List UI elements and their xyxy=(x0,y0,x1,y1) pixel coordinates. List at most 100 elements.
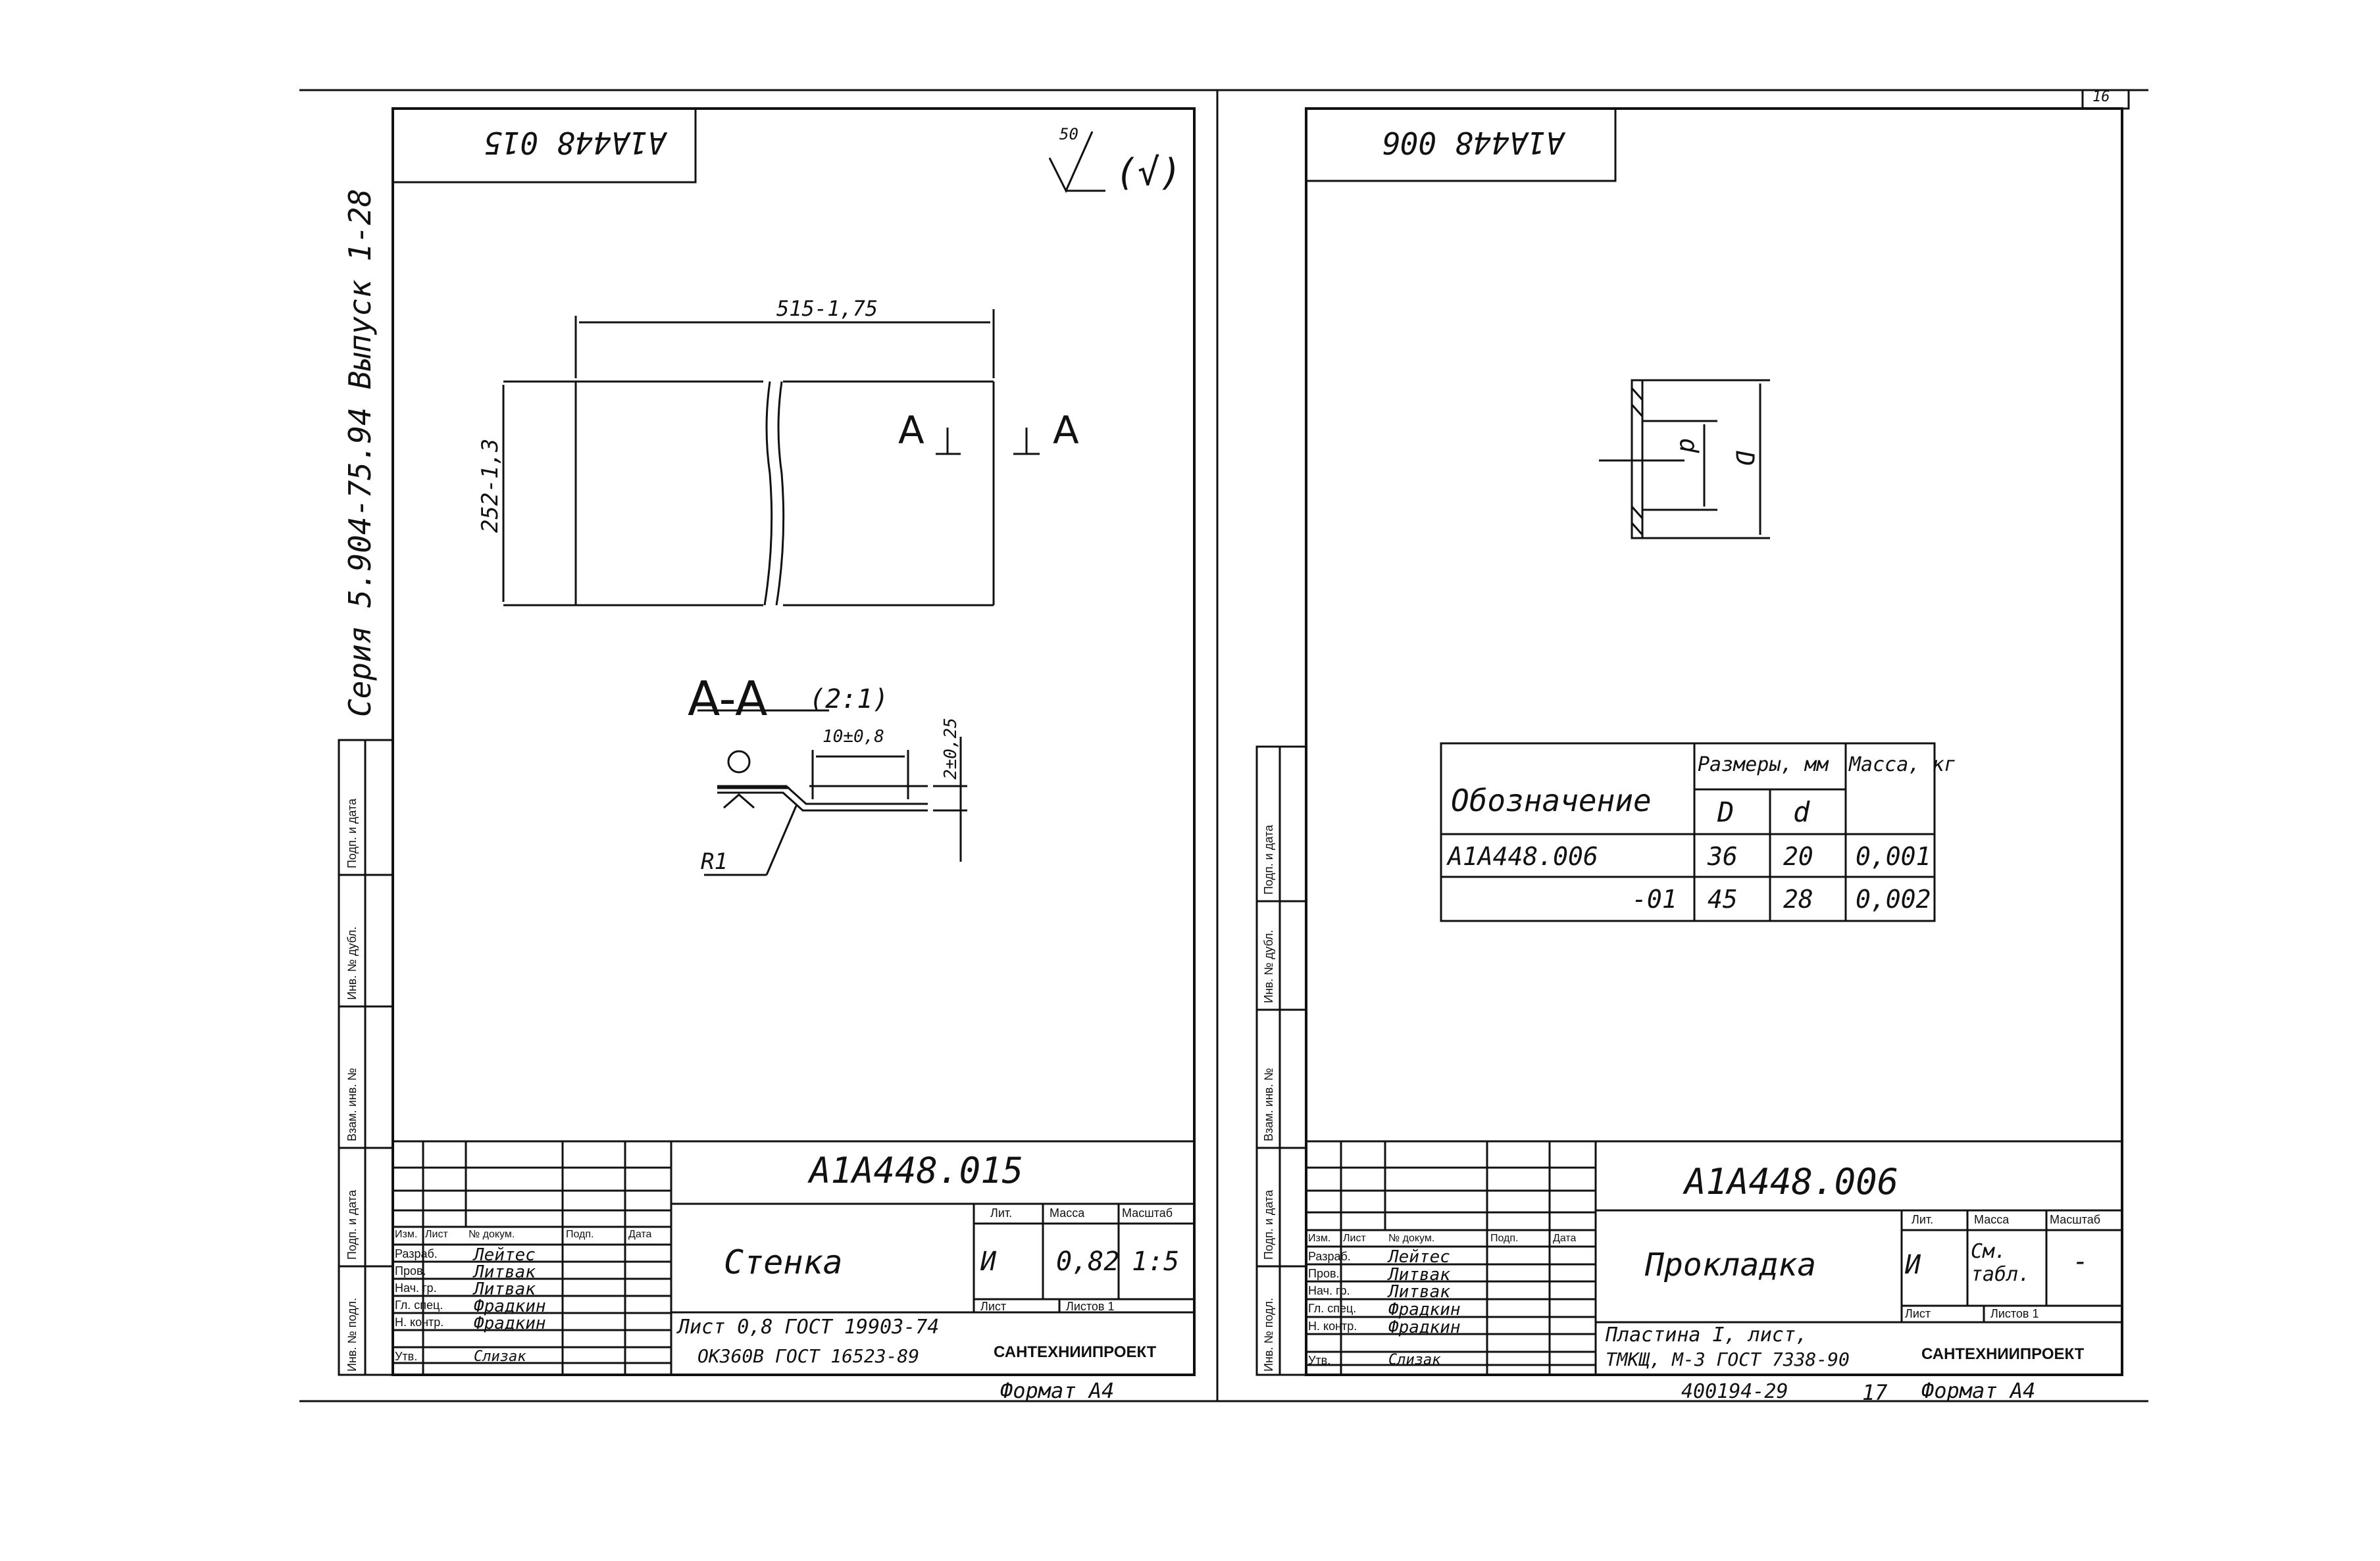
right-material-2: ТМКЩ, М-3 ГОСТ 7338-90 xyxy=(1606,1349,1850,1370)
left-lit-value: И xyxy=(980,1247,997,1277)
stamp-dup-inv: Инв. № дубл. xyxy=(345,926,359,1000)
left-material-2: ОК360В ГОСТ 16523-89 xyxy=(697,1345,920,1367)
stamp-sign-date-2: Подп. и дата xyxy=(345,1189,359,1260)
right-part-name: Прокладка xyxy=(1645,1247,1817,1283)
left-role-0: Разраб. xyxy=(395,1247,438,1260)
right-mirror-code: А1А448 006 xyxy=(1382,125,1564,161)
dim-height: 252-1,3 xyxy=(477,438,503,533)
right-hdr-list: Лист xyxy=(1343,1233,1366,1244)
left-part-name: Стенка xyxy=(724,1243,843,1281)
left-role-3: Гл. спец. xyxy=(395,1299,443,1312)
right-lit-label: Лит. xyxy=(1912,1213,1934,1226)
dim-flange: 10±0,8 xyxy=(823,727,884,747)
left-name-1: Литвак xyxy=(474,1262,536,1282)
left-name-4: Фрадкин xyxy=(474,1314,546,1333)
right-footer-page: 17 xyxy=(1862,1380,1888,1405)
table-row-0-designation: А1А448.006 xyxy=(1448,842,1598,871)
right-sheets-label: Листов 1 xyxy=(1990,1307,2039,1320)
left-hdr-sign: Подп. xyxy=(566,1229,594,1240)
stamp-repl-inv: Взам. инв. № xyxy=(345,1068,359,1141)
right-format: Формат А4 xyxy=(1921,1378,2036,1403)
table-col-designation: Обозначение xyxy=(1451,783,1652,818)
left-sheets-label: Листов 1 xyxy=(1066,1300,1115,1313)
left-sheet-label: Лист xyxy=(980,1300,1007,1313)
table-col-mass: Масса, кг xyxy=(1849,753,1956,776)
right-mass-value: См. табл. xyxy=(1971,1240,2031,1286)
right-name-2: Литвак xyxy=(1388,1282,1450,1302)
right-hdr-date: Дата xyxy=(1553,1233,1577,1244)
left-role-4: Н. контр. xyxy=(395,1316,444,1329)
left-name-5: Слизак xyxy=(474,1349,526,1365)
right-footer-code: 400194-29 xyxy=(1681,1380,1788,1403)
right-name-4: Фрадкин xyxy=(1388,1318,1461,1337)
section-mark-right: A xyxy=(1053,408,1079,453)
table-row-1-d: 28 xyxy=(1783,885,1813,914)
right-hdr-doc: № докум. xyxy=(1388,1233,1435,1244)
table-col-sizes: Размеры, мм xyxy=(1698,753,1829,776)
left-hdr-doc: № докум. xyxy=(468,1229,515,1240)
dim-offset: 2±0,25 xyxy=(941,718,961,780)
table-col-D: D xyxy=(1717,796,1734,828)
left-org: САНТЕХНИИПРОЕКТ xyxy=(994,1343,1157,1361)
stamp-repl-inv-right: Взам. инв. № xyxy=(1262,1068,1275,1141)
right-material-1: Пластина I, лист, xyxy=(1606,1324,1808,1347)
left-hdr-izm: Изм. xyxy=(395,1229,418,1240)
left-role-2: Нач. гр. xyxy=(395,1281,437,1295)
right-scale-value: - xyxy=(2073,1247,2089,1277)
right-role-4: Н. контр. xyxy=(1308,1320,1357,1333)
right-mass-label: Масса xyxy=(1974,1213,2010,1226)
left-hdr-date: Дата xyxy=(628,1229,652,1240)
right-hdr-izm: Изм. xyxy=(1308,1233,1331,1244)
right-name-3: Фрадкин xyxy=(1388,1300,1461,1320)
right-scale-label: Масштаб xyxy=(2050,1213,2101,1226)
series-label: Серия 5.904-75.94 Выпуск 1-28 xyxy=(342,188,378,717)
table-row-0-d: 20 xyxy=(1783,842,1813,871)
left-designation: А1А448.015 xyxy=(809,1150,1024,1191)
table-row-1-designation: -01 xyxy=(1632,885,1677,914)
table-col-d: d xyxy=(1793,796,1810,828)
right-hdr-sign: Подп. xyxy=(1490,1233,1519,1244)
right-sheet-label: Лист xyxy=(1905,1307,1931,1320)
left-scale-value: 1:5 xyxy=(1132,1247,1180,1277)
table-row-1-D: 45 xyxy=(1708,885,1738,914)
dim-big-d: D xyxy=(1730,451,1760,466)
left-role-1: Пров. xyxy=(395,1264,426,1277)
radius-label: R1 xyxy=(701,849,728,875)
stamp-sign-date-2-right: Подп. и дата xyxy=(1262,1189,1275,1260)
left-mass-label: Масса xyxy=(1050,1206,1085,1220)
right-org: САНТЕХНИИПРОЕКТ xyxy=(1921,1345,2085,1363)
roughness-rest: (√) xyxy=(1115,151,1182,194)
right-role-0: Разраб. xyxy=(1308,1250,1351,1263)
left-name-2: Литвак xyxy=(474,1279,536,1299)
left-format: Формат А4 xyxy=(1000,1378,1115,1403)
left-name-3: Фрадкин xyxy=(474,1297,546,1316)
left-mirror-code: А1А448 015 xyxy=(484,125,666,161)
left-mass-value: 0,82 xyxy=(1056,1247,1120,1277)
table-row-0-mass: 0,001 xyxy=(1856,842,1931,871)
right-role-3: Гл. спец. xyxy=(1308,1302,1357,1315)
stamp-dup-inv-right: Инв. № дубл. xyxy=(1262,929,1275,1003)
stamp-sign-date-1-right: Подп. и дата xyxy=(1262,824,1275,895)
roughness-value: 50 xyxy=(1059,125,1078,143)
right-role-2: Нач. гр. xyxy=(1308,1284,1350,1297)
left-lit-label: Лит. xyxy=(990,1206,1013,1220)
table-row-1-mass: 0,002 xyxy=(1856,885,1931,914)
stamp-orig-inv: Инв. № подл. xyxy=(345,1297,359,1372)
right-name-0: Лейтес xyxy=(1388,1247,1450,1267)
table-row-0-D: 36 xyxy=(1708,842,1738,871)
right-role-5: Утв. xyxy=(1308,1354,1331,1367)
left-name-0: Лейтес xyxy=(474,1245,536,1265)
dim-small-d: d xyxy=(1674,437,1704,453)
left-role-5: Утв. xyxy=(395,1350,418,1363)
section-title: A-A xyxy=(688,671,768,726)
left-material-1: Лист 0,8 ГОСТ 19903-74 xyxy=(678,1316,940,1339)
dim-width: 515-1,75 xyxy=(776,296,878,321)
stamp-sign-date-1: Подп. и дата xyxy=(345,798,359,868)
left-hdr-list: Лист xyxy=(425,1229,448,1240)
right-name-1: Литвак xyxy=(1388,1265,1450,1285)
section-scale: (2:1) xyxy=(809,684,889,714)
right-lit-value: И xyxy=(1905,1250,1921,1280)
right-role-1: Пров. xyxy=(1308,1267,1340,1280)
right-name-5: Слизак xyxy=(1388,1352,1441,1368)
